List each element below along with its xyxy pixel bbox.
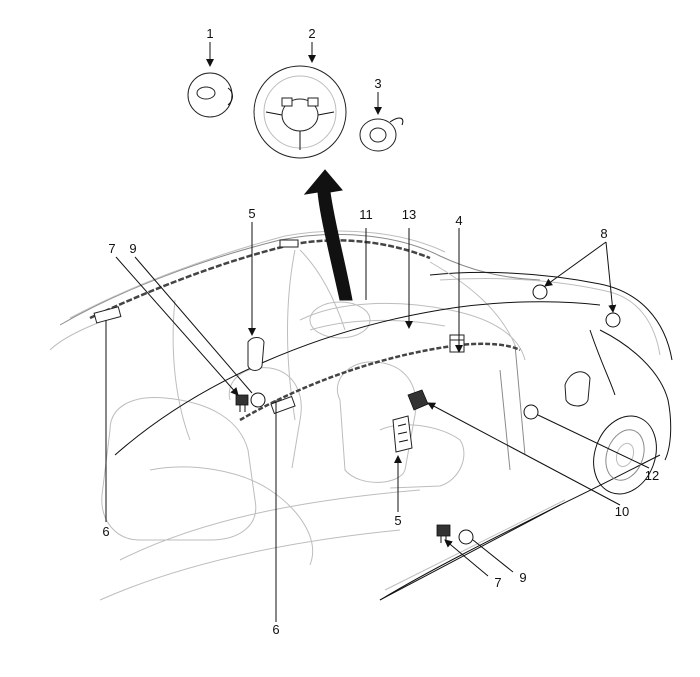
callout-3: 3: [374, 76, 381, 91]
callout-13: 13: [402, 207, 416, 222]
vehicle-body-outline: [49, 230, 673, 601]
clock-spring-icon: [359, 117, 404, 152]
sensor-marker-9-upper: [250, 392, 266, 408]
sensor-marker-8-left: [532, 284, 548, 300]
side-impact-sensor-lower-icon: [436, 524, 451, 543]
callout-5-lower: 5: [394, 513, 401, 528]
callout-9-lower: 9: [519, 570, 526, 585]
callout-7-upper: 7: [108, 241, 115, 256]
callout-6-left: 6: [102, 524, 109, 539]
callout-9-upper: 9: [129, 241, 136, 256]
srs-control-module-icon: [407, 389, 429, 411]
seat-belt-pretensioner-upper-icon: [247, 337, 265, 371]
sensor-marker-9-lower: [458, 529, 474, 545]
leader-lines: [105, 42, 650, 622]
callout-7-lower: 7: [494, 575, 501, 590]
callout-2: 2: [308, 26, 315, 41]
steering-wheel-icon: [253, 65, 347, 159]
side-airbag-seat-icon: [392, 415, 413, 453]
callout-1: 1: [206, 26, 213, 41]
sensor-marker-12: [523, 404, 539, 420]
curtain-airbag-module: [89, 239, 431, 324]
callout-8: 8: [600, 226, 607, 241]
callout-12: 12: [645, 468, 659, 483]
curved-arrow-icon: [303, 169, 353, 301]
callout-11: 11: [359, 207, 373, 222]
callout-5-upper: 5: [248, 206, 255, 221]
side-impact-sensor-upper-icon: [235, 394, 249, 412]
sensor-marker-8-right: [605, 312, 621, 328]
callout-4: 4: [455, 213, 462, 228]
front-curtain-airbag: [239, 334, 521, 422]
passenger-airbag-icon: [449, 339, 465, 353]
driver-airbag-module-icon: [187, 72, 233, 118]
callout-10: 10: [615, 504, 629, 519]
callout-6-bottom: 6: [272, 622, 279, 637]
